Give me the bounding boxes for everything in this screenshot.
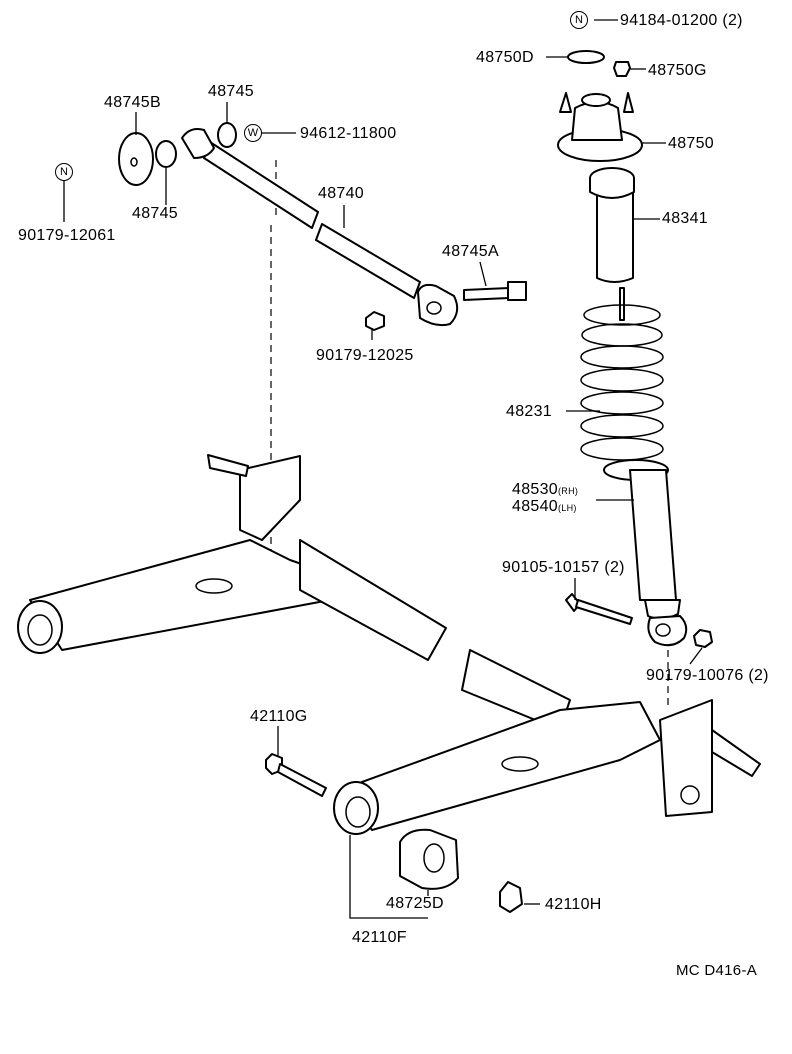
nut-48750g bbox=[613, 61, 631, 77]
label-48530: 48530(RH) bbox=[512, 481, 579, 498]
bump-stop bbox=[589, 167, 635, 283]
bolt-42110g bbox=[265, 753, 327, 797]
label-48740: 48740 bbox=[318, 185, 364, 202]
label-42110g: 42110G bbox=[250, 708, 308, 725]
label-48231: 48231 bbox=[506, 403, 552, 420]
w-marker-icon: W bbox=[244, 124, 262, 142]
label-90179-12025: 90179-12025 bbox=[316, 347, 414, 364]
lateral-arm bbox=[181, 128, 459, 327]
n-marker-icon: N bbox=[570, 11, 588, 29]
coil-spring bbox=[580, 287, 669, 481]
label-42110h: 42110H bbox=[545, 896, 602, 913]
leader-lines bbox=[63, 19, 703, 919]
label-94612-11800: 94612-11800 bbox=[300, 125, 397, 142]
label-90105-10157: 90105-10157 (2) bbox=[502, 559, 625, 576]
label-48725d: 48725D bbox=[386, 895, 444, 912]
label-90179-12061: 90179-12061 bbox=[18, 227, 116, 244]
bushing-set bbox=[118, 122, 237, 186]
label-48745-bottom: 48745 bbox=[132, 205, 178, 222]
label-48750: 48750 bbox=[668, 135, 714, 152]
label-48745b: 48745B bbox=[104, 94, 161, 111]
label-48540: 48540(LH) bbox=[512, 498, 577, 515]
nut-90179-10076 bbox=[693, 629, 713, 648]
label-48745-top: 48745 bbox=[208, 83, 254, 100]
n-marker-icon-left: N bbox=[55, 163, 73, 181]
shock-absorber bbox=[629, 469, 688, 647]
label-48341: 48341 bbox=[662, 210, 708, 227]
axle-beam bbox=[17, 454, 761, 835]
nut-90179-12025 bbox=[365, 311, 385, 331]
label-42110f: 42110F bbox=[352, 929, 407, 946]
strut-mount bbox=[557, 92, 643, 162]
label-48750d: 48750D bbox=[476, 49, 534, 66]
washer-48750d bbox=[567, 50, 605, 64]
diagram-code: MC D416-A bbox=[676, 962, 758, 979]
label-48540-side: (LH) bbox=[558, 503, 577, 513]
label-48750g: 48750G bbox=[648, 62, 707, 79]
label-94184-01200: 94184-01200 (2) bbox=[620, 12, 743, 29]
bushing-48725d bbox=[399, 828, 459, 890]
bolt-90105 bbox=[565, 593, 633, 625]
label-48530-side: (RH) bbox=[558, 486, 579, 496]
bolt-48745a bbox=[463, 281, 527, 301]
label-48745a: 48745A bbox=[442, 243, 499, 260]
nut-42110h bbox=[499, 881, 523, 913]
alignment-line bbox=[270, 160, 277, 600]
label-90179-10076: 90179-10076 (2) bbox=[646, 667, 769, 684]
